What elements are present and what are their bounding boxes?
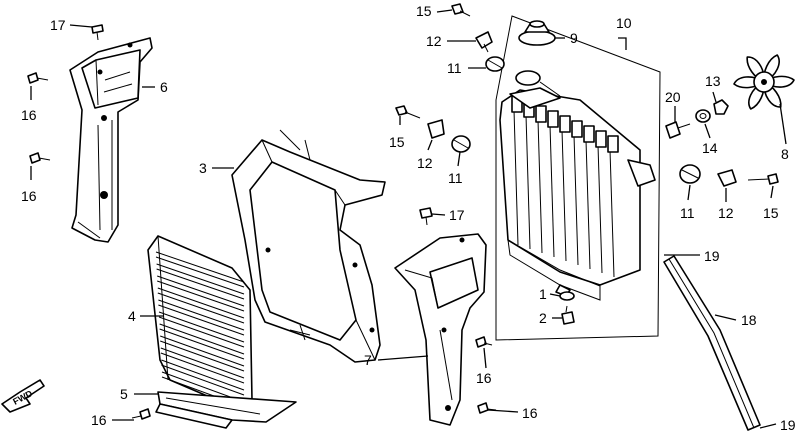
grille-slat [160,335,245,367]
radiator-fin [549,124,555,258]
callout-7: 7 [364,352,372,368]
radiator-tube-top [607,135,619,153]
radiator-fin [525,114,531,250]
callout-12: 12 [426,33,442,49]
grille-slat [160,347,245,379]
callout-4: 4 [128,308,136,324]
callout-15: 15 [416,3,432,19]
callout-14: 14 [702,140,718,156]
lower-plate-part-5 [155,391,297,429]
callout-17: 17 [449,207,465,223]
radiator-fin [609,149,615,278]
fasteners-group [27,3,779,420]
grille-slat [157,275,245,307]
callout-20: 20 [665,89,681,105]
callout-8: 8 [781,146,789,162]
radiator-fin [573,134,579,266]
callout-5: 5 [120,386,128,402]
radiator-fin [513,109,519,246]
radiator-fin [537,119,543,254]
grille-slat [156,268,245,300]
radiator-tube-top [571,120,583,138]
callout-1: 1 [539,286,547,302]
callout-11: 11 [680,205,695,221]
radiator-part-10 [495,15,661,341]
radiator-grille-part-4 [147,235,253,411]
callout-18: 18 [741,312,757,328]
shroud-bracket-right-part-7 [394,233,487,426]
callout-16: 16 [522,405,538,421]
callout-15: 15 [763,205,779,221]
forward-direction-arrow: FWD [1,379,45,413]
callout-16: 16 [21,107,37,123]
callout-15: 15 [389,134,405,150]
grille-slat [160,340,245,372]
shroud-bracket-left-part-6 [69,37,153,243]
cooling-fan-part-8 [733,54,795,110]
radiator-fin [597,144,603,274]
callout-12: 12 [718,205,734,221]
radiator-tube-top [559,115,571,133]
grille-slat [159,323,245,355]
callout-9: 9 [570,30,578,46]
grille-slat [160,352,245,384]
callout-10: 10 [616,15,632,31]
callout-11: 11 [447,60,462,76]
callout-3: 3 [199,160,207,176]
grille-slat [161,359,245,391]
grille-slat [158,304,245,336]
radiator-tube-top [547,110,559,128]
grille-slat [161,364,245,396]
radiator-shroud-part-3 [231,129,386,363]
callout-12: 12 [417,155,433,171]
radiator-tube-top [595,130,607,148]
radiator-cap-part-9 [518,20,556,46]
callout-16: 16 [21,188,37,204]
callout-11: 11 [448,170,463,186]
callout-labels: 17 6 16 16 3 4 5 16 15 12 11 9 10 15 12 … [21,3,796,433]
grille-slat [156,263,245,295]
radiator-tube-top [535,105,547,123]
grille-slat [159,328,245,360]
callout-19: 19 [780,417,796,433]
grille-slat [155,256,245,288]
grille-slat [157,287,245,319]
callout-19: 19 [704,248,720,264]
callout-16: 16 [476,370,492,386]
grille-slat [158,299,245,331]
grille-slat [157,292,245,324]
callout-6: 6 [160,79,168,95]
callout-2: 2 [539,310,547,326]
callout-17: 17 [50,17,66,33]
radiator-tube-top [583,125,595,143]
hose-part-18 [663,255,761,431]
radiator-fin [585,139,591,270]
leader-lines [30,9,787,429]
grille-slat [158,311,245,343]
radiator-fin [561,129,567,262]
grille-slat [158,316,245,348]
grille-slat [157,280,245,312]
grille-slat [155,251,245,283]
callout-13: 13 [705,73,721,89]
callout-16: 16 [91,412,107,428]
